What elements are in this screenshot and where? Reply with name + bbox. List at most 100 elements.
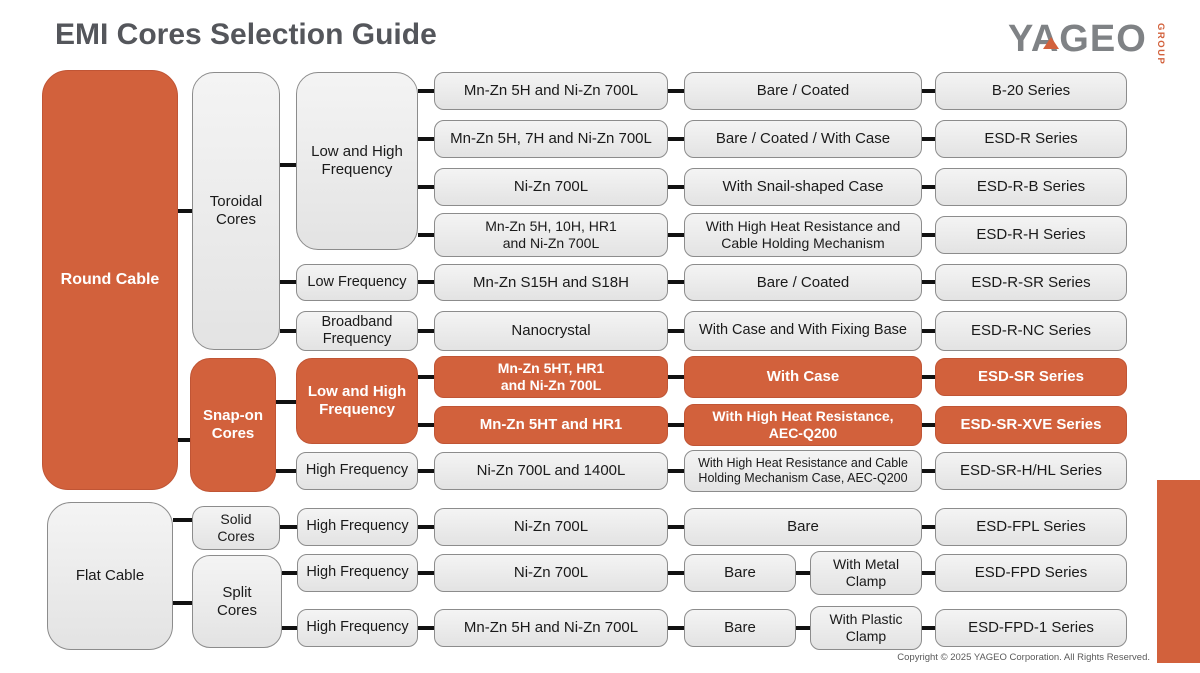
connector-line [668,329,684,333]
node-case-r1: Bare / Coated [684,72,922,110]
connector-line [276,469,296,473]
connector-line [668,185,684,189]
connector-line [178,209,192,213]
node-mat-r4: Mn-Zn 5H, 10H, HR1 and Ni-Zn 700L [434,213,668,257]
node-series-r2: ESD-R Series [935,120,1127,158]
node-case-r12-bare: Bare [684,609,796,647]
node-series-r1: B-20 Series [935,72,1127,110]
connector-line [668,525,684,529]
node-mat-r12: Mn-Zn 5H and Ni-Zn 700L [434,609,668,647]
node-case-r5: Bare / Coated [684,264,922,301]
connector-line [173,601,192,605]
node-freq-high-solid: High Frequency [297,508,418,546]
node-case-r8: With High Heat Resistance, AEC-Q200 [684,404,922,446]
connector-line [173,518,192,522]
connector-line [796,571,810,575]
node-case-r7: With Case [684,356,922,398]
connector-line [418,280,434,284]
connector-line [668,137,684,141]
connector-line [418,329,434,333]
node-freq-lhf-toroidal: Low and High Frequency [296,72,418,250]
connector-line [922,280,935,284]
node-mat-r6: Nanocrystal [434,311,668,351]
connector-line [922,423,935,427]
connector-line [418,423,434,427]
node-freq-low: Low Frequency [296,264,418,301]
node-toroidal-cores: Toroidal Cores [192,72,280,350]
node-freq-lhf-snapon: Low and High Frequency [296,358,418,444]
node-split-cores: Split Cores [192,555,282,648]
connector-line [418,626,434,630]
node-mat-r5: Mn-Zn S15H and S18H [434,264,668,301]
connector-line [418,525,434,529]
connector-line [922,233,935,237]
node-case-r9: With High Heat Resistance and Cable Hold… [684,450,922,492]
node-series-r7: ESD-SR Series [935,358,1127,396]
connector-line [922,469,935,473]
yageo-logo-triangle-icon [1043,37,1059,49]
node-series-r5: ESD-R-SR Series [935,264,1127,301]
node-freq-broadband: Broadband Frequency [296,311,418,351]
node-case-r3: With Snail-shaped Case [684,168,922,206]
connector-line [922,329,935,333]
node-freq-high-split2: High Frequency [297,609,418,647]
node-series-r12: ESD-FPD-1 Series [935,609,1127,647]
node-case-r2: Bare / Coated / With Case [684,120,922,158]
connector-line [276,400,296,404]
connector-line [668,469,684,473]
yageo-logo-text: YAGEO [1008,18,1147,60]
connector-line [668,280,684,284]
yageo-logo-group-text: GROUP [1155,23,1166,66]
connector-line [796,626,810,630]
connector-line [178,438,192,442]
node-case-r11-bare: Bare [684,554,796,592]
node-mat-r2: Mn-Zn 5H, 7H and Ni-Zn 700L [434,120,668,158]
connector-line [418,185,434,189]
connector-line [282,626,297,630]
page-title: EMI Cores Selection Guide [55,18,437,51]
connector-line [418,571,434,575]
node-series-r10: ESD-FPL Series [935,508,1127,546]
node-solid-cores: Solid Cores [192,506,280,550]
connector-line [280,280,296,284]
node-mat-r10: Ni-Zn 700L [434,508,668,546]
node-flat-cable: Flat Cable [47,502,173,650]
node-case-r10: Bare [684,508,922,546]
connector-line [418,375,434,379]
connector-line [282,571,297,575]
connector-line [922,626,935,630]
connector-line [668,626,684,630]
connector-line [668,89,684,93]
accent-bar [1157,480,1200,663]
node-series-r11: ESD-FPD Series [935,554,1127,592]
node-mat-r1: Mn-Zn 5H and Ni-Zn 700L [434,72,668,110]
connector-line [922,375,935,379]
connector-line [668,233,684,237]
connector-line [668,423,684,427]
yageo-logo: YAGEO GROUP [1008,20,1178,70]
connector-line [668,375,684,379]
node-case-r6: With Case and With Fixing Base [684,311,922,351]
connector-line [280,329,296,333]
connector-line [922,89,935,93]
node-snap-on-cores: Snap-on Cores [190,358,276,492]
node-series-r4: ESD-R-H Series [935,216,1127,254]
connector-line [418,137,434,141]
connector-line [280,163,296,167]
node-freq-high-split1: High Frequency [297,554,418,592]
node-case-r11-clamp: With Metal Clamp [810,551,922,595]
node-case-r12-clamp: With Plastic Clamp [810,606,922,650]
node-series-r8: ESD-SR-XVE Series [935,406,1127,444]
node-mat-r11: Ni-Zn 700L [434,554,668,592]
node-mat-r8: Mn-Zn 5HT and HR1 [434,406,668,444]
connector-line [922,185,935,189]
node-series-r3: ESD-R-B Series [935,168,1127,206]
node-round-cable: Round Cable [42,70,178,490]
connector-line [418,233,434,237]
connector-line [922,571,935,575]
node-series-r9: ESD-SR-H/HL Series [935,452,1127,490]
node-mat-r7: Mn-Zn 5HT, HR1 and Ni-Zn 700L [434,356,668,398]
connector-line [922,525,935,529]
node-freq-high-snapon: High Frequency [296,452,418,490]
